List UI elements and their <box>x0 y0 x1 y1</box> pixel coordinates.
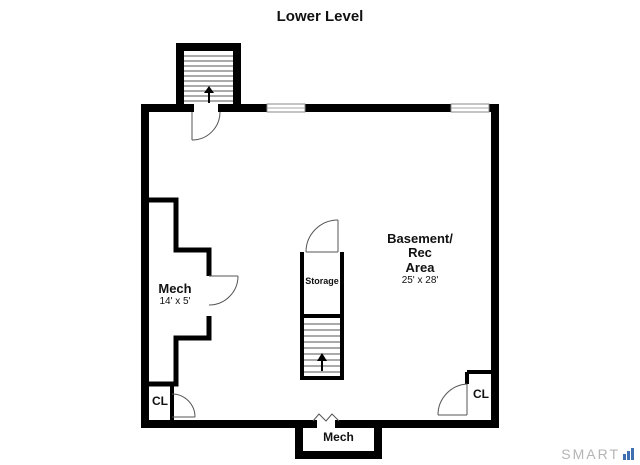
closet-right-walls <box>465 370 495 384</box>
room-dimensions: 25' x 28' <box>401 274 439 286</box>
room-mech-left-label: Mech 14' x 5' <box>145 281 205 308</box>
room-name: Mech <box>158 281 192 296</box>
room-dimensions: 14' x 5' <box>159 296 191 308</box>
door-closet-left <box>171 393 196 418</box>
bar-chart-icon <box>622 447 634 463</box>
door-closet-right <box>437 383 468 416</box>
room-name: Basement/ <box>387 231 453 246</box>
exterior-walls <box>141 43 499 459</box>
brand-logo: SMART <box>561 446 634 463</box>
room-mech-bottom-label: Mech <box>323 430 354 444</box>
page-title: Lower Level <box>276 8 364 25</box>
door-mech-left <box>208 275 239 306</box>
windows <box>266 103 490 113</box>
bifold-door-mech-bottom <box>312 413 340 422</box>
mech-room-walls <box>145 197 212 387</box>
room-closet-left-label: CL <box>152 394 168 408</box>
room-name: Rec <box>408 245 432 261</box>
up-arrow-icon <box>317 353 327 371</box>
room-storage-label: Storage <box>305 276 339 286</box>
up-arrow-icon <box>204 86 214 103</box>
room-basement-label: Basement/ Rec Area 25' x 28' <box>370 231 470 286</box>
stair-landing-top <box>176 43 241 112</box>
room-name: Area <box>405 259 435 275</box>
door-top-stair <box>191 111 221 141</box>
door-storage <box>305 219 339 253</box>
center-stairs <box>304 323 340 373</box>
bottom-mech-bump <box>295 420 382 459</box>
wall-top <box>141 104 301 428</box>
storage-enclosure <box>300 252 344 380</box>
room-closet-right-label: CL <box>473 387 489 401</box>
wall-top-right <box>218 104 499 428</box>
brand-logo-text: SMART <box>561 446 620 462</box>
